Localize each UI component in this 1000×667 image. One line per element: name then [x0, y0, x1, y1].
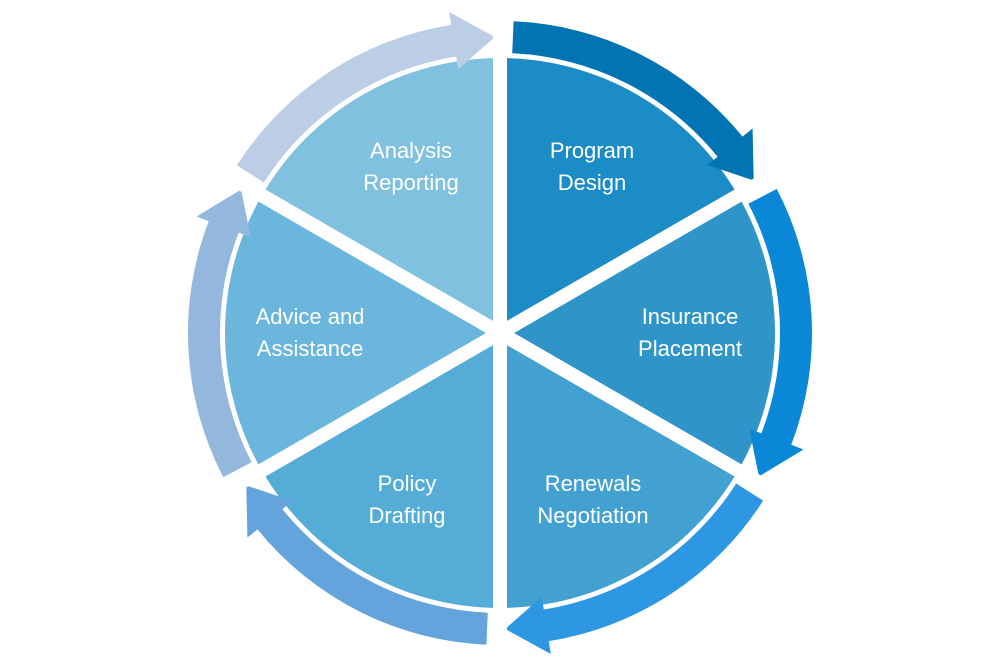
label-line: Drafting [368, 503, 445, 528]
segment-program-design [500, 58, 739, 333]
label-line: Advice and [256, 304, 365, 329]
arrow-policy-drafting [246, 485, 488, 645]
label-line: Renewals [545, 471, 642, 496]
arrow-insurance-placement [748, 188, 813, 477]
segment-divider [207, 326, 504, 507]
segment-analysis-reporting [261, 58, 500, 333]
label-line: Policy [378, 471, 437, 496]
sectors-layer [224, 58, 775, 608]
arrow-program-design [512, 21, 754, 181]
arrow-renewals-negotiation [505, 483, 764, 654]
segment-divider [496, 159, 793, 340]
label-line: Analysis [370, 138, 452, 163]
arrow-advice-and-assistance [188, 189, 252, 478]
segment-divider [207, 159, 504, 340]
label-line: Design [558, 170, 626, 195]
label-line: Placement [638, 336, 742, 361]
segment-policy-drafting [261, 333, 500, 608]
segment-advice-and-assistance [224, 195, 500, 471]
separators-layer [207, 0, 793, 667]
label-line: Program [550, 138, 634, 163]
arrows-layer [188, 12, 813, 654]
segment-renewals-negotiation [500, 333, 739, 608]
label-line: Negotiation [537, 503, 648, 528]
segment-divider [496, 326, 793, 507]
arrow-analysis-reporting [236, 12, 495, 183]
segment-insurance-placement [500, 195, 775, 471]
label-line: Reporting [363, 170, 458, 195]
label-line: Insurance [642, 304, 739, 329]
label-line: Assistance [257, 336, 363, 361]
